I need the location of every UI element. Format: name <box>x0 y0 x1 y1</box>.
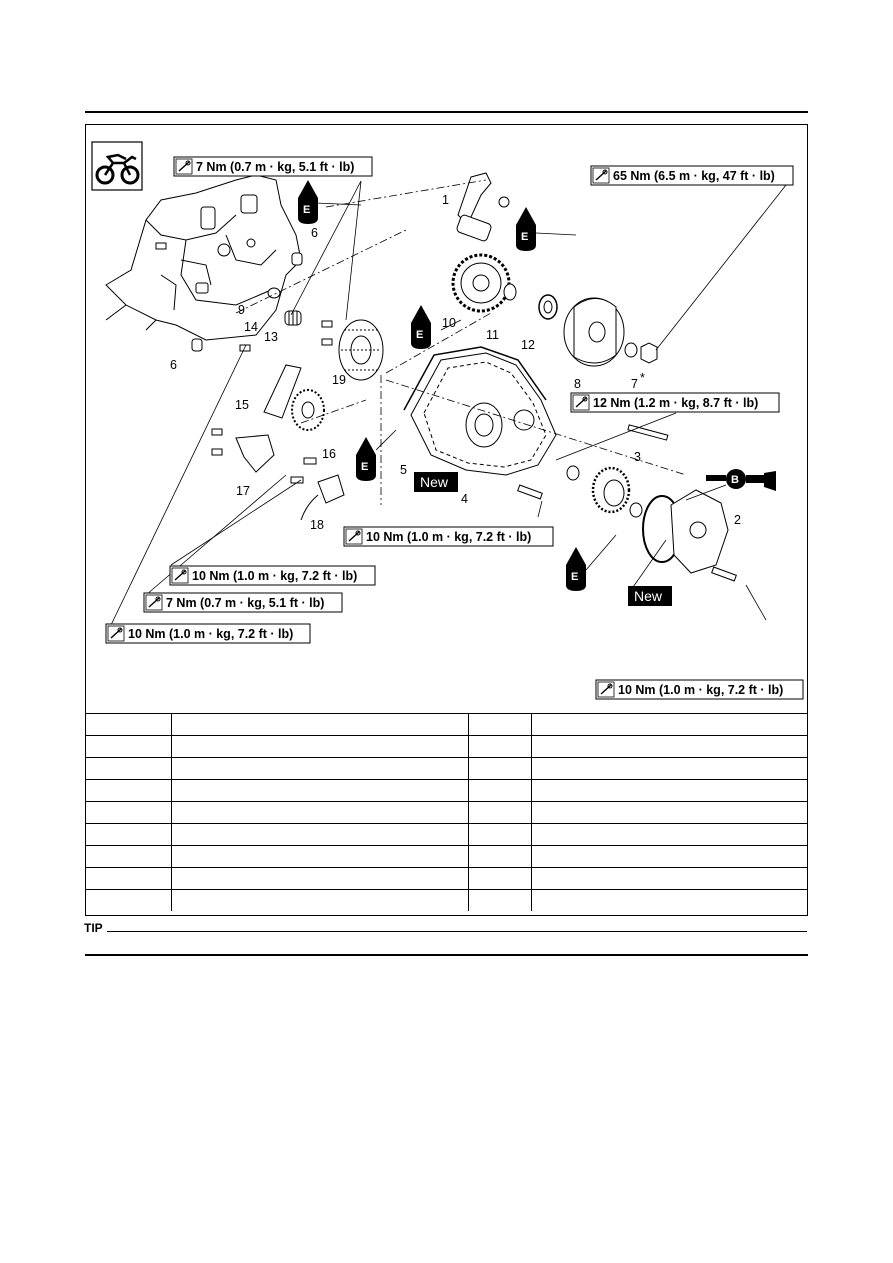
new-label-gasket: New <box>414 472 458 492</box>
svg-text:6: 6 <box>311 226 318 240</box>
svg-text:10 Nm (1.0 m · kg, 7.2 ft · lb: 10 Nm (1.0 m · kg, 7.2 ft · lb) <box>618 683 783 697</box>
torque-spec-3: 12 Nm (1.2 m · kg, 8.7 ft · lb) <box>570 392 780 413</box>
svg-text:2: 2 <box>734 513 741 527</box>
washer-nut-7 <box>624 342 658 364</box>
svg-text:E: E <box>303 204 310 216</box>
svg-text:9: 9 <box>238 303 245 317</box>
svg-text:*: * <box>640 371 645 385</box>
gasket-5 <box>403 346 547 411</box>
svg-text:E: E <box>521 231 528 243</box>
new-label-oring: New <box>628 586 672 606</box>
bearing-12 <box>538 294 558 320</box>
svg-text:New: New <box>634 588 663 604</box>
svg-text:7: 7 <box>631 377 638 391</box>
table-row <box>86 735 807 758</box>
table-row <box>86 757 807 780</box>
leader-lines <box>110 179 787 626</box>
stator-19 <box>338 319 384 381</box>
idler-gear-16 <box>291 389 325 431</box>
svg-text:10 Nm (1.0 m · kg, 7.2 ft · lb: 10 Nm (1.0 m · kg, 7.2 ft · lb) <box>366 530 531 544</box>
svg-text:17: 17 <box>236 484 250 498</box>
table-row <box>86 845 807 868</box>
svg-text:19: 19 <box>332 373 346 387</box>
sensor-18 <box>300 474 345 521</box>
torque-spec-2: 65 Nm (6.5 m · kg, 47 ft · lb) <box>590 165 794 186</box>
svg-text:12: 12 <box>521 338 535 352</box>
grease-gun-icon: B <box>685 469 776 501</box>
kick-gear-10 <box>451 253 511 313</box>
svg-text:E: E <box>416 329 423 341</box>
oil-seal <box>566 465 580 481</box>
parts-table <box>86 713 807 911</box>
plate-15 <box>263 364 302 419</box>
svg-text:E: E <box>571 571 578 583</box>
svg-text:6: 6 <box>170 358 177 372</box>
dowel-pin-6b <box>191 338 203 352</box>
cover-2 <box>670 489 729 574</box>
svg-text:65 Nm (6.5 m · kg, 47 ft · lb): 65 Nm (6.5 m · kg, 47 ft · lb) <box>613 169 775 183</box>
exploded-diagram: E E E E E B New New 7 Nm (0.7 m · kg, 5.… <box>91 141 804 700</box>
exploded-view-frame: E E E E E B New New 7 Nm (0.7 m · kg, 5.… <box>85 124 808 916</box>
kick-lever-1 <box>456 172 510 242</box>
drive-gear-3 <box>591 466 643 518</box>
torque-spec-7: 10 Nm (1.0 m · kg, 7.2 ft · lb) <box>105 623 311 644</box>
torque-spec-8: 10 Nm (1.0 m · kg, 7.2 ft · lb) <box>595 679 804 700</box>
bottom-rule <box>85 954 808 956</box>
svg-text:10 Nm (1.0 m · kg, 7.2 ft · lb: 10 Nm (1.0 m · kg, 7.2 ft · lb) <box>192 569 357 583</box>
tip-divider <box>107 931 807 932</box>
svg-text:5: 5 <box>400 463 407 477</box>
bracket-17 <box>235 434 275 473</box>
top-rule <box>85 111 808 113</box>
dowel-pin-6a <box>291 252 303 266</box>
dirt-bike-icon <box>91 141 143 191</box>
svg-text:8: 8 <box>574 377 581 391</box>
svg-text:3: 3 <box>634 450 641 464</box>
table-row <box>86 779 807 802</box>
svg-text:E: E <box>361 461 368 473</box>
table-row <box>86 867 807 890</box>
svg-text:7 Nm (0.7 m · kg, 5.1 ft · lb): 7 Nm (0.7 m · kg, 5.1 ft · lb) <box>166 596 324 610</box>
svg-text:11: 11 <box>486 328 499 342</box>
svg-text:New: New <box>420 474 449 490</box>
svg-text:10 Nm (1.0 m · kg, 7.2 ft · lb: 10 Nm (1.0 m · kg, 7.2 ft · lb) <box>128 627 293 641</box>
svg-text:16: 16 <box>322 447 336 461</box>
svg-text:13: 13 <box>264 330 278 344</box>
bolts <box>211 320 737 582</box>
svg-text:B: B <box>731 474 739 486</box>
svg-text:10: 10 <box>442 316 456 330</box>
torque-spec-4: 10 Nm (1.0 m · kg, 7.2 ft · lb) <box>343 526 554 547</box>
tip-label: TIP <box>84 921 103 935</box>
svg-text:14: 14 <box>244 320 258 334</box>
torque-spec-1: 7 Nm (0.7 m · kg, 5.1 ft · lb) <box>173 156 373 177</box>
svg-text:4: 4 <box>461 492 468 506</box>
rotor-8 <box>563 297 625 367</box>
torque-spec-5: 10 Nm (1.0 m · kg, 7.2 ft · lb) <box>169 565 376 586</box>
crankcase-cover-4 <box>410 352 557 476</box>
table-row <box>86 713 807 736</box>
svg-text:15: 15 <box>235 398 249 412</box>
crankcase-drawing <box>105 174 302 341</box>
table-row <box>86 823 807 846</box>
engine-oil-icon: E E E E E <box>298 180 617 591</box>
svg-text:1: 1 <box>442 193 449 207</box>
washer-11 <box>503 283 517 301</box>
part-numbers: 1 2 3 4 5 6 6 7 * 8 9 10 11 12 13 14 15 … <box>170 193 741 532</box>
svg-text:12 Nm (1.2 m · kg, 8.7 ft · lb: 12 Nm (1.2 m · kg, 8.7 ft · lb) <box>593 396 758 410</box>
svg-text:18: 18 <box>310 518 324 532</box>
table-row <box>86 801 807 824</box>
bearing-13 <box>284 310 302 326</box>
svg-text:7 Nm (0.7 m · kg, 5.1 ft · lb): 7 Nm (0.7 m · kg, 5.1 ft · lb) <box>196 160 354 174</box>
torque-spec-6: 7 Nm (0.7 m · kg, 5.1 ft · lb) <box>143 592 343 613</box>
table-row <box>86 889 807 911</box>
